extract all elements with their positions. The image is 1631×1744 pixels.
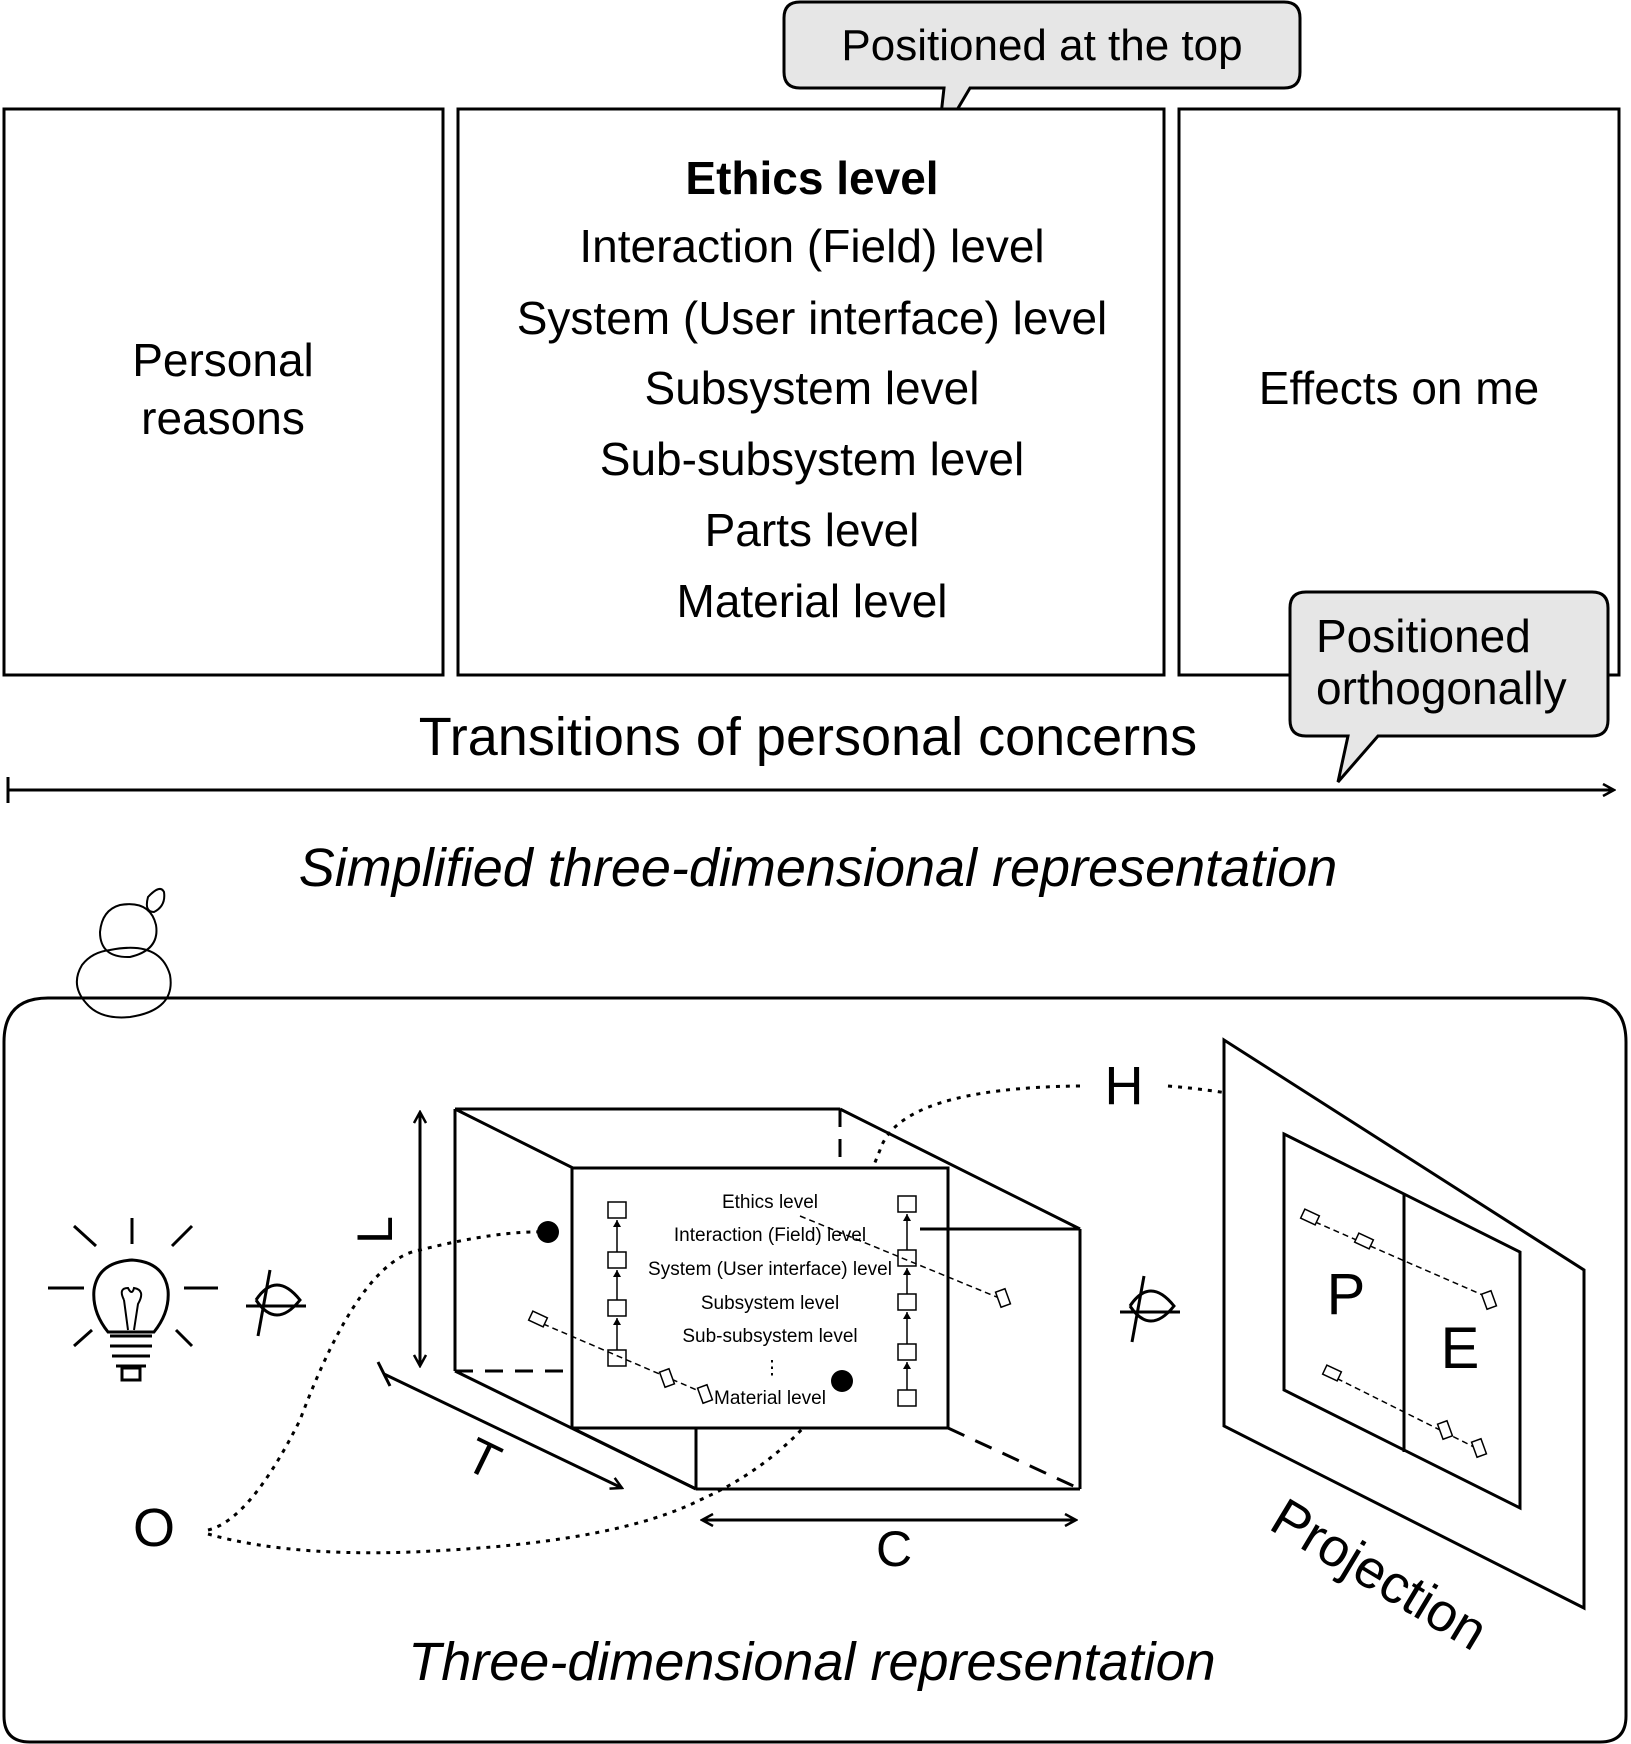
- callout-orthogonal: Positioned orthogonally: [1288, 590, 1610, 783]
- eye-icon-right: [1120, 1275, 1180, 1343]
- front-level-4: Sub-subsystem level: [682, 1326, 857, 1347]
- projection-plane: P E Projection: [1222, 1037, 1586, 1662]
- level-material: Material level: [677, 575, 948, 627]
- person-head-icon: [75, 887, 172, 1019]
- front-level-2: System (User interface) level: [648, 1259, 892, 1280]
- personal-reasons-box: Personal reasons: [2, 107, 445, 677]
- dotted-path-o-front: [207, 1379, 842, 1555]
- simplified-caption: Simplified three-dimensional representat…: [299, 838, 1338, 898]
- axis-c: C: [702, 1520, 1076, 1577]
- label-t: T: [457, 1427, 509, 1491]
- three-d-caption: Three-dimensional representation: [408, 1632, 1215, 1692]
- dotted-path-o-back: [207, 1230, 549, 1532]
- level-subsystem: Subsystem level: [645, 362, 980, 414]
- callout-top-text: Positioned at the top: [841, 21, 1242, 70]
- level-system: System (User interface) level: [517, 292, 1108, 344]
- front-level-6: Material level: [714, 1388, 826, 1409]
- projection-letter-p: P: [1327, 1262, 1366, 1327]
- front-level-5: ⋮: [763, 1358, 782, 1379]
- label-h: H: [1105, 1056, 1144, 1116]
- projection-letter-e: E: [1441, 1316, 1480, 1381]
- level-interaction: Interaction (Field) level: [579, 220, 1044, 272]
- eye-icon-left: [246, 1269, 306, 1337]
- point-front: [831, 1370, 853, 1392]
- callout-orthogonal-line2: orthogonally: [1316, 662, 1567, 714]
- callout-orthogonal-line1: Positioned: [1316, 610, 1531, 662]
- three-d-box: [453, 1107, 1082, 1491]
- levels-box: Ethics level Interaction (Field) level S…: [456, 107, 1166, 677]
- three-d-container: [2, 996, 1628, 1744]
- level-sub-subsystem: Sub-subsystem level: [600, 433, 1024, 485]
- point-back: [537, 1221, 559, 1243]
- axis-l: L: [347, 1112, 420, 1366]
- front-level-3: Subsystem level: [701, 1293, 839, 1314]
- front-level-0: Ethics level: [722, 1192, 818, 1213]
- level-ethics: Ethics level: [685, 152, 938, 204]
- concerns-axis: Transitions of personal concerns: [6, 707, 1614, 803]
- personal-reasons-line2: reasons: [141, 392, 305, 444]
- callout-top: Positioned at the top: [782, 0, 1302, 143]
- effects-label: Effects on me: [1259, 362, 1539, 414]
- axis-label: Transitions of personal concerns: [419, 707, 1197, 767]
- effects-box: Effects on me: [1177, 107, 1621, 677]
- label-c: C: [876, 1521, 912, 1577]
- front-level-1: Interaction (Field) level: [674, 1225, 866, 1246]
- front-face-flow: Ethics level Interaction (Field) level S…: [527, 1192, 1012, 1409]
- label-o: O: [133, 1498, 175, 1558]
- level-parts: Parts level: [705, 504, 920, 556]
- label-l: L: [347, 1216, 403, 1244]
- personal-reasons-line1: Personal: [132, 334, 314, 386]
- light-bulb-icon: [48, 1218, 218, 1382]
